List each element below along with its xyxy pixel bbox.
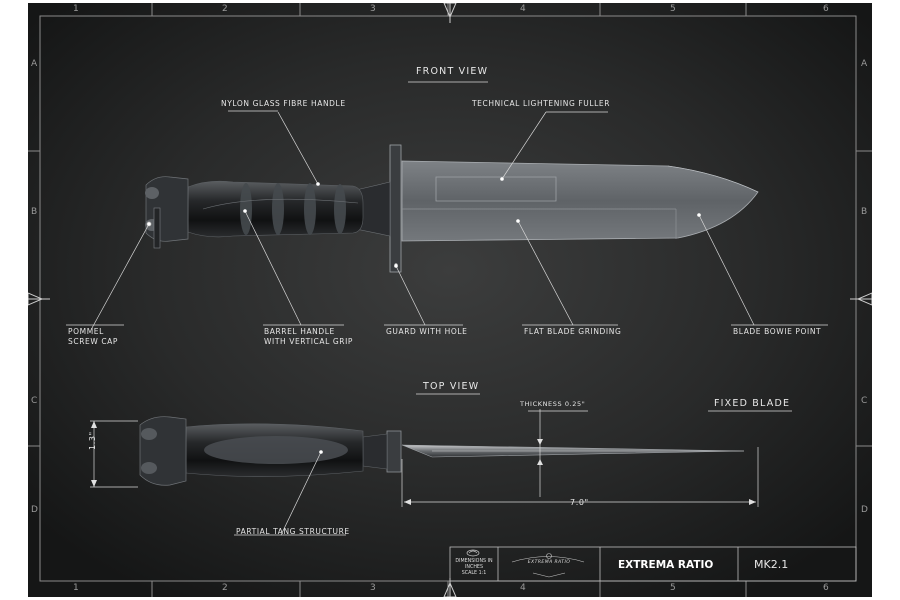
title-dim-1: DIMENSIONS IN [455,559,493,564]
col-label-3-top: 3 [370,4,376,14]
row-label-a-right: A [861,59,868,69]
dimension-thickness: THICKNESS 0.25" [520,400,586,408]
top-view-knife [139,416,745,486]
dimension-lines [90,409,759,507]
front-guard [389,144,402,273]
row-label-b-left: B [31,207,38,217]
extrema-ratio-small-logo [511,553,585,578]
col-label-1-top: 1 [73,4,79,14]
label-guard: GUARD WITH HOLE [386,327,468,336]
col-label-5-top: 5 [670,4,676,14]
label-pommel-1: POMMEL [68,327,104,336]
top-pommel [139,416,187,486]
row-label-c-right: C [861,396,868,406]
leader-lines [66,110,828,536]
row-label-c-left: C [31,396,38,406]
front-pommel [145,176,189,242]
dimension-length: 7.0" [570,498,589,507]
col-label-4-top: 4 [520,4,526,14]
row-label-d-right: D [861,505,868,515]
title-dim-2: INCHES [464,565,484,570]
front-view-title: FRONT VIEW [416,66,489,77]
center-markers [28,3,872,597]
label-pommel-2: SCREW CAP [68,337,119,346]
background [28,3,872,597]
blueprint-drawing [28,3,872,597]
top-view-title: TOP VIEW [423,381,480,392]
row-label-b-right: B [861,207,868,217]
col-label-2-bottom: 2 [222,583,228,593]
row-label-a-left: A [31,59,38,69]
title-brand: EXTREMA RATIO [618,559,714,571]
label-barrel-1: BARREL HANDLE [264,327,335,336]
front-view-knife [145,144,759,273]
col-label-6-bottom: 6 [823,583,829,593]
row-label-d-left: D [31,505,38,515]
col-label-1-bottom: 1 [73,583,79,593]
label-barrel-2: WITH VERTICAL GRIP [264,337,354,346]
label-partial-tang: PARTIAL TANG STRUCTURE [236,527,350,536]
label-fuller: TECHNICAL LIGHTENING FULLER [472,99,611,108]
label-flat-blade: FLAT BLADE GRINDING [524,327,622,336]
col-label-6-top: 6 [823,4,829,14]
title-block [449,546,857,582]
callout-dots [147,177,701,454]
top-guard [386,430,402,473]
col-label-2-top: 2 [222,4,228,14]
fuller [435,176,557,202]
col-label-3-bottom: 3 [370,583,376,593]
title-small-logo-text: EXTREMA RATIO [527,560,571,565]
label-bowie-point: BLADE BOWIE POINT [733,327,822,336]
col-label-4-bottom: 4 [520,583,526,593]
dimension-height: 1.3" [88,431,97,450]
seal-icon [466,549,480,557]
title-model: MK2.1 [754,558,789,571]
col-label-5-bottom: 5 [670,583,676,593]
title-dim-3: SCALE 1:1 [461,571,487,576]
fixed-blade-title: FIXED BLADE [714,398,791,409]
blueprint-sheet: 1 2 3 4 5 6 1 2 3 4 5 6 A B C D A B C D … [28,3,872,597]
label-nylon-handle: NYLON GLASS FIBRE HANDLE [221,99,346,108]
